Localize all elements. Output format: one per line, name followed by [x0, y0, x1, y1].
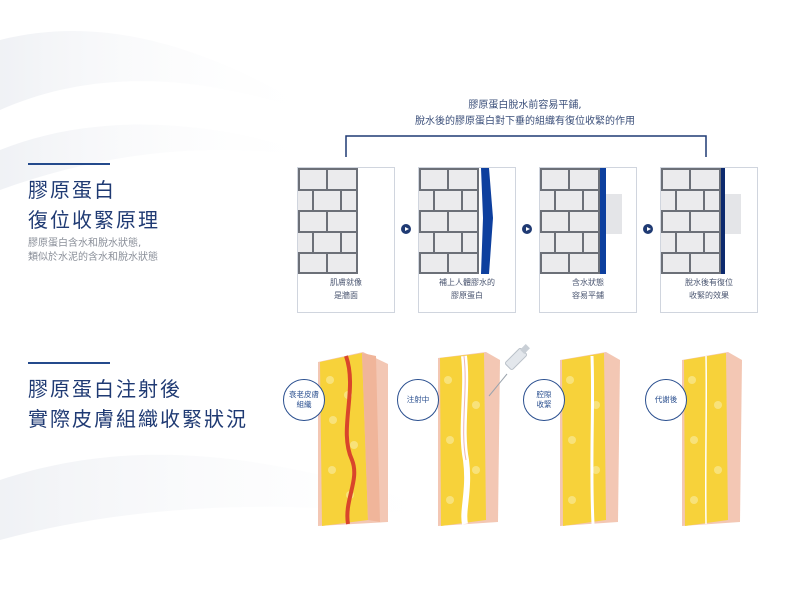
section1-title: 膠原蛋白 復位收緊原理	[28, 178, 160, 232]
section1-rule	[28, 163, 110, 165]
stage-label-bubble: 代謝後	[645, 379, 687, 421]
section2-rule	[28, 362, 110, 364]
stage-label-bubble: 衰老皮膚組織	[283, 379, 325, 421]
panel-dehydrated: 脫水後有復位收緊的效果	[660, 167, 758, 313]
brick-wall-icon	[298, 168, 358, 274]
skin-tightening-illustration	[560, 352, 620, 526]
top-caption: 膠原蛋白脫水前容易平鋪, 脫水後的膠原蛋白對下垂的組織有復位收緊的作用	[415, 100, 635, 127]
panel-caption: 補上人體膠水的膠原蛋白	[439, 278, 495, 300]
section1-subtitle: 膠原蛋白含水和脫水狀態, 類似於水泥的含水和脫水狀態	[28, 238, 158, 263]
skin-after-metabolism-illustration	[682, 352, 742, 526]
skin-aged-illustration	[318, 352, 388, 526]
stage-label-bubble: 腔隙收緊	[523, 379, 565, 421]
next-arrow-icon	[522, 224, 532, 234]
panel-collagen: 補上人體膠水的膠原蛋白	[418, 167, 516, 313]
syringe-icon	[488, 344, 530, 397]
brick-wall-hydrated-icon	[540, 168, 622, 274]
section2-title: 膠原蛋白注射後 實際皮膚組織收緊狀況	[28, 377, 248, 431]
panel-caption: 肌膚就像是牆面	[330, 278, 362, 300]
brick-wall-dehydrated-icon	[661, 168, 741, 274]
caption-bracket	[345, 135, 707, 157]
next-arrow-icon	[643, 224, 653, 234]
panel-caption: 含水狀態容易平鋪	[572, 278, 604, 300]
panel-hydrated: 含水狀態容易平鋪	[539, 167, 637, 313]
panel-caption: 脫水後有復位收緊的效果	[685, 278, 733, 300]
panel-wall: 肌膚就像是牆面	[297, 167, 395, 313]
brick-wall-collagen-icon	[419, 168, 493, 274]
stage-label-bubble: 注射中	[397, 379, 439, 421]
next-arrow-icon	[401, 224, 411, 234]
skin-injecting-illustration	[438, 352, 500, 526]
